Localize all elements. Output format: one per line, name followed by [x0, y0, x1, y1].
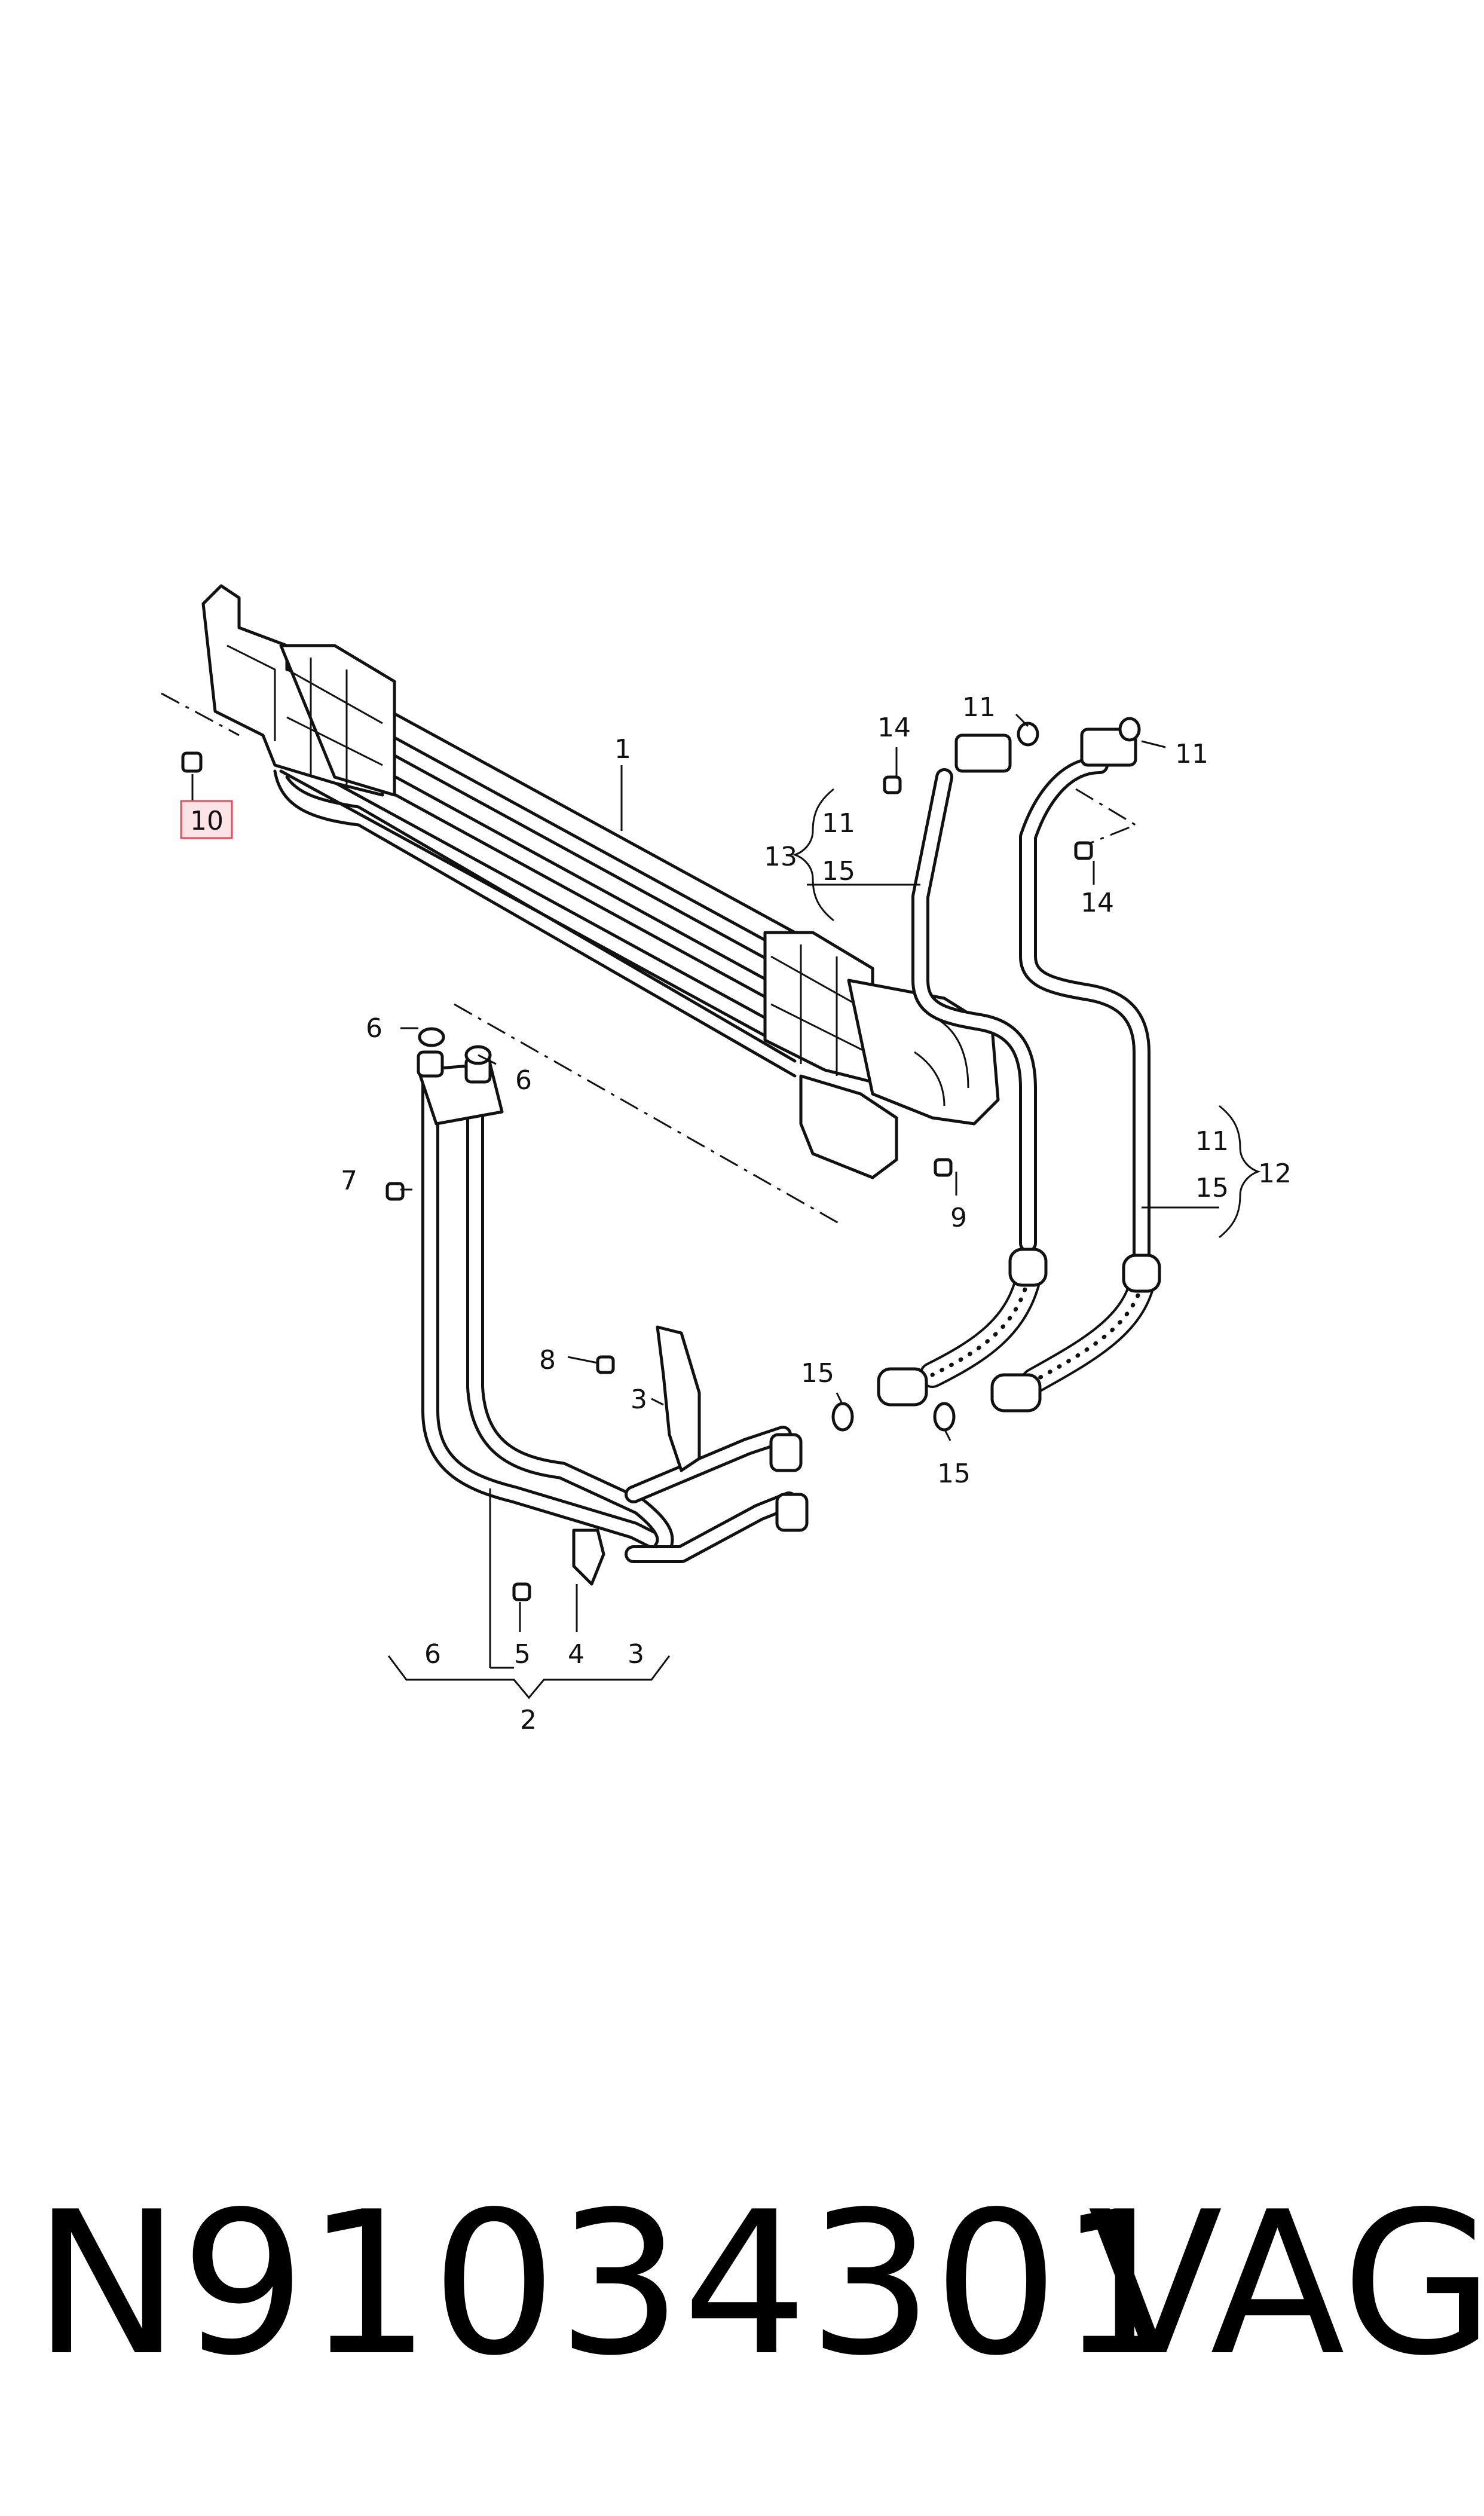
callout-15-upper: 15: [801, 1358, 834, 1389]
part-number: N91034301: [33, 2169, 1185, 2399]
callout-11-right: 11: [1175, 739, 1208, 769]
callout-3-lower: 3: [628, 1639, 644, 1670]
oil-cooler: [201, 584, 1000, 1179]
callout-2: 2: [520, 1705, 537, 1735]
callout-7: 7: [341, 1166, 357, 1196]
group-braces: [387, 788, 1261, 1699]
callout-11-top: 11: [962, 692, 996, 723]
callout-13: 13: [764, 842, 797, 872]
callout-15-lower: 15: [937, 1459, 971, 1489]
callout-12: 12: [1258, 1158, 1292, 1189]
callout-labels: 1 10 14 11 11 14 11 13 15 11 15 12 6 6 7…: [180, 692, 1292, 1735]
leader-dash-group14: [1075, 788, 1138, 850]
leader-dash-center: [454, 1003, 843, 1227]
callout-11-group12: 11: [1195, 1126, 1229, 1157]
footer: N91034301 VAG: [33, 2169, 1484, 2399]
callout-14-top: 14: [877, 713, 911, 743]
callout-1: 1: [614, 734, 631, 765]
callout-14-right: 14: [1081, 888, 1114, 918]
callout-9: 9: [950, 1203, 967, 1233]
callout-6-lower: 6: [424, 1639, 441, 1670]
callout-3-upper: 3: [631, 1384, 647, 1415]
callout-4: 4: [568, 1639, 585, 1670]
callout-5: 5: [514, 1639, 531, 1670]
callout-8: 8: [539, 1345, 556, 1375]
leader-lines: [191, 713, 1219, 1669]
leader-dash-left: [161, 692, 240, 736]
brand-name: VAG: [1088, 2169, 1484, 2399]
hydraulic-lines: [421, 756, 1155, 1563]
callout-6-left: 6: [366, 1013, 383, 1044]
callout-15-group13: 15: [822, 856, 855, 886]
fittings: [181, 717, 1161, 1601]
callout-6-right: 6: [515, 1065, 532, 1096]
callout-10-highlight: [180, 800, 233, 839]
callout-10[interactable]: 10: [190, 806, 224, 836]
callout-11-group13: 11: [822, 808, 855, 839]
callout-15-group12: 15: [1195, 1173, 1229, 1203]
